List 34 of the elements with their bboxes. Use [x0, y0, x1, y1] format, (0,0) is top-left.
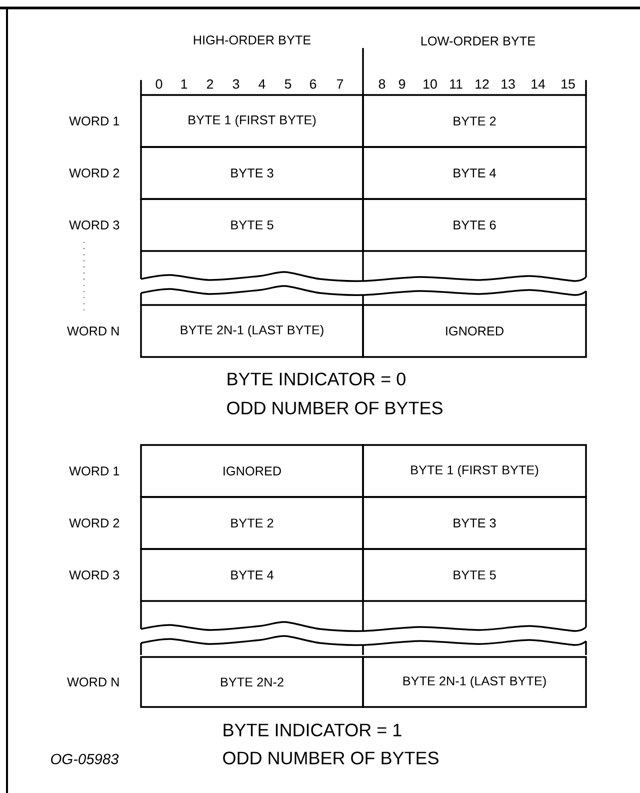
byte-cell: BYTE 3	[362, 496, 587, 550]
byte-cell: IGNORED	[140, 444, 364, 498]
column-heading: LOW-ORDER BYTE	[421, 36, 536, 46]
byte-cell: BYTE 5	[140, 198, 364, 252]
row-label: WORD 3	[69, 570, 120, 580]
bit-number: 8	[378, 79, 386, 89]
row-label: WORD 1	[69, 466, 120, 476]
row-label: WORD N	[67, 678, 119, 686]
byte-cell: BYTE 6	[362, 198, 587, 252]
byte-cell: IGNORED	[362, 304, 587, 358]
row-label: WORD 1	[69, 116, 120, 126]
row-label: WORD 3	[69, 220, 120, 230]
byte-cell: BYTE 4	[362, 146, 587, 200]
row-label: WORD N	[67, 326, 119, 336]
byte-cell: BYTE 2	[140, 496, 364, 550]
caption: BYTE INDICATOR = 0	[228, 372, 406, 386]
byte-cell: BYTE 2N-1 (LAST BYTE)	[362, 656, 587, 708]
byte-cell: BYTE 2N-2	[140, 656, 364, 708]
row-label: WORD 2	[69, 518, 120, 528]
byte-cell: BYTE 1 (FIRST BYTE)	[140, 94, 364, 148]
caption: ODD NUMBER OF BYTES	[223, 752, 438, 764]
byte-cell: BYTE 4	[140, 548, 364, 602]
column-heading: HIGH-ORDER BYTE	[194, 36, 311, 44]
drawing-number: OG-05983	[51, 754, 119, 764]
row-label: WORD 2	[69, 168, 120, 178]
caption: ODD NUMBER OF BYTES	[227, 402, 442, 414]
byte-cell: BYTE 5	[362, 548, 587, 602]
caption: BYTE INDICATOR = 1	[224, 724, 402, 736]
bit-number: 9	[398, 79, 406, 89]
byte-cell: BYTE 2N-1 (LAST BYTE)	[140, 304, 364, 358]
byte-cell: BYTE 1 (FIRST BYTE)	[362, 444, 587, 498]
byte-cell: BYTE 3	[140, 146, 364, 200]
bit-number: 7	[336, 79, 344, 89]
byte-cell: BYTE 2	[362, 94, 587, 148]
